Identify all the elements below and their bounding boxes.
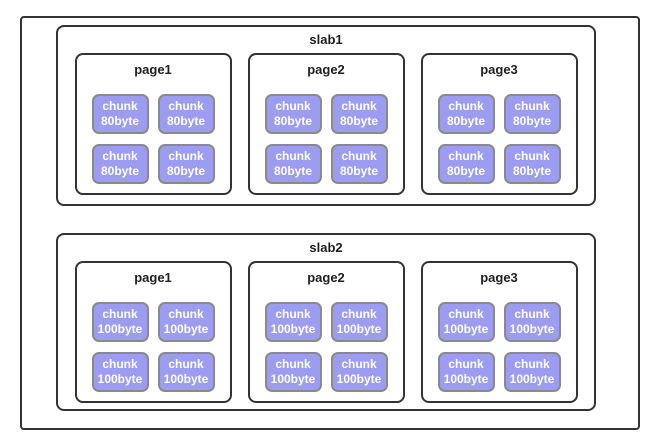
chunk: chunk 80byte	[91, 144, 149, 184]
slab-1-pages-row: page1 chunk 80byte chunk 80byte chunk 80…	[58, 53, 594, 195]
slab-2: slab2 page1 chunk 100byte chunk 100byte …	[56, 233, 596, 411]
chunk: chunk 80byte	[91, 94, 149, 134]
slab-2-page-3: page3 chunk 100byte chunk 100byte chunk …	[420, 261, 578, 403]
chunk: chunk 80byte	[157, 144, 215, 184]
chunk: chunk 100byte	[157, 302, 215, 342]
memory-diagram-frame: slab1 page1 chunk 80byte chunk 80byte ch…	[20, 16, 640, 430]
chunk: chunk 80byte	[437, 94, 495, 134]
page-title: page3	[480, 270, 518, 285]
chunk: chunk 100byte	[330, 302, 388, 342]
chunk-grid: chunk 80byte chunk 80byte chunk 80byte c…	[264, 94, 388, 184]
chunk: chunk 80byte	[264, 144, 322, 184]
chunk: chunk 100byte	[330, 352, 388, 392]
page-title: page3	[480, 62, 518, 77]
chunk: chunk 100byte	[503, 352, 561, 392]
chunk: chunk 80byte	[437, 144, 495, 184]
chunk: chunk 100byte	[264, 302, 322, 342]
page-title: page1	[134, 62, 172, 77]
chunk: chunk 100byte	[437, 302, 495, 342]
chunk-grid: chunk 80byte chunk 80byte chunk 80byte c…	[91, 94, 215, 184]
chunk: chunk 80byte	[330, 94, 388, 134]
chunk: chunk 100byte	[437, 352, 495, 392]
slab-2-pages-row: page1 chunk 100byte chunk 100byte chunk …	[58, 261, 594, 403]
slab-2-page-2: page2 chunk 100byte chunk 100byte chunk …	[247, 261, 405, 403]
chunk: chunk 80byte	[503, 94, 561, 134]
chunk-grid: chunk 100byte chunk 100byte chunk 100byt…	[264, 302, 388, 392]
slab-1-page-3: page3 chunk 80byte chunk 80byte chunk 80…	[420, 53, 578, 195]
chunk: chunk 80byte	[503, 144, 561, 184]
page-title: page1	[134, 270, 172, 285]
page-title: page2	[307, 270, 345, 285]
chunk-grid: chunk 80byte chunk 80byte chunk 80byte c…	[437, 94, 561, 184]
chunk: chunk 100byte	[91, 302, 149, 342]
slab-1-page-2: page2 chunk 80byte chunk 80byte chunk 80…	[247, 53, 405, 195]
chunk: chunk 80byte	[330, 144, 388, 184]
chunk-grid: chunk 100byte chunk 100byte chunk 100byt…	[91, 302, 215, 392]
slab-1-page-1: page1 chunk 80byte chunk 80byte chunk 80…	[74, 53, 232, 195]
chunk: chunk 100byte	[503, 302, 561, 342]
chunk: chunk 100byte	[264, 352, 322, 392]
page-title: page2	[307, 62, 345, 77]
slab-2-page-1: page1 chunk 100byte chunk 100byte chunk …	[74, 261, 232, 403]
slab-1-title: slab1	[309, 32, 343, 47]
slab-1: slab1 page1 chunk 80byte chunk 80byte ch…	[56, 25, 596, 206]
chunk: chunk 100byte	[91, 352, 149, 392]
slab-2-title: slab2	[309, 240, 343, 255]
chunk: chunk 100byte	[157, 352, 215, 392]
chunk-grid: chunk 100byte chunk 100byte chunk 100byt…	[437, 302, 561, 392]
chunk: chunk 80byte	[264, 94, 322, 134]
chunk: chunk 80byte	[157, 94, 215, 134]
